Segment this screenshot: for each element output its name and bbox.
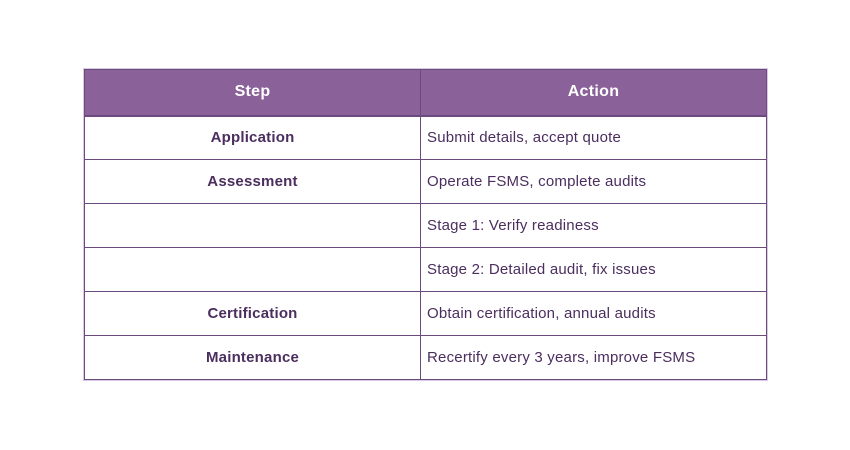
step-cell: Application: [84, 115, 421, 160]
step-cell: Assessment: [84, 159, 421, 204]
header-row: Step Action: [84, 69, 767, 117]
table-row: Application Submit details, accept quote: [84, 115, 767, 160]
certification-process-table: Step Action Application Submit details, …: [84, 69, 767, 380]
action-cell: Obtain certification, annual audits: [420, 291, 767, 336]
column-header-action: Action: [420, 69, 767, 117]
step-cell: Maintenance: [84, 335, 421, 380]
action-cell: Operate FSMS, complete audits: [420, 159, 767, 204]
table-row: Certification Obtain certification, annu…: [84, 291, 767, 336]
table-row: Stage 1: Verify readiness: [84, 203, 767, 248]
table-row: Stage 2: Detailed audit, fix issues: [84, 247, 767, 292]
action-cell: Submit details, accept quote: [420, 115, 767, 160]
table-row: Maintenance Recertify every 3 years, imp…: [84, 335, 767, 380]
action-cell: Stage 2: Detailed audit, fix issues: [420, 247, 767, 292]
action-cell: Recertify every 3 years, improve FSMS: [420, 335, 767, 380]
column-header-step: Step: [84, 69, 421, 117]
table-row: Assessment Operate FSMS, complete audits: [84, 159, 767, 204]
step-cell: [84, 203, 421, 248]
step-cell: [84, 247, 421, 292]
step-cell: Certification: [84, 291, 421, 336]
action-cell: Stage 1: Verify readiness: [420, 203, 767, 248]
